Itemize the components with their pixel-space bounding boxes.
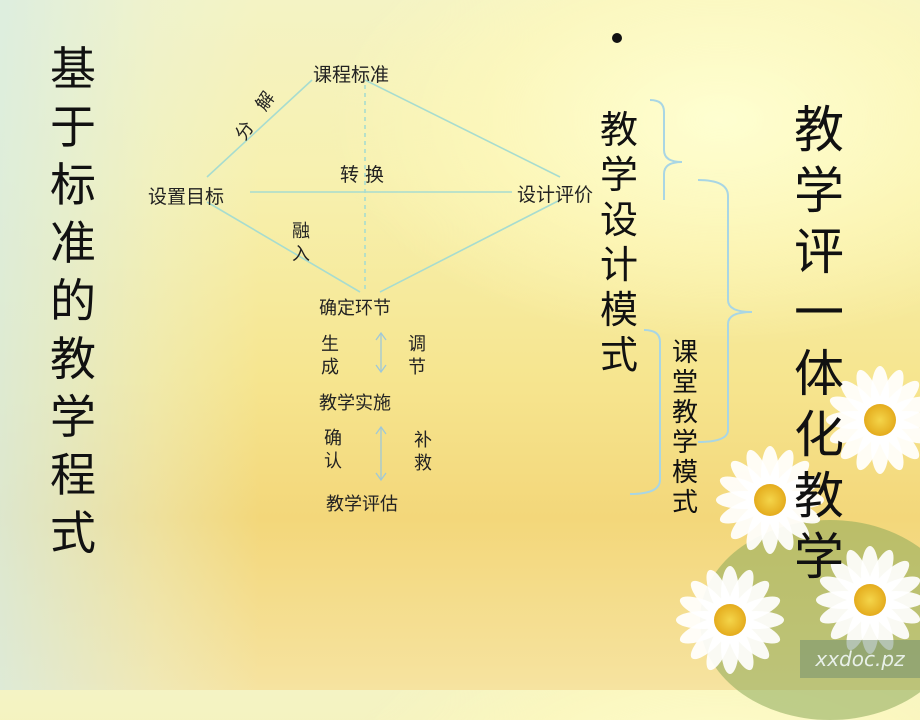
label-confirm-step: 确定环节 [319, 298, 391, 319]
middle-title-char: 模 [599, 288, 638, 332]
right-title-char: 评 [794, 223, 844, 281]
right-title-char: 化 [794, 406, 844, 464]
left-title-char: 基 [50, 42, 96, 96]
label-course-standard: 课程标准 [313, 64, 390, 86]
classroom-title-char: 课 [671, 338, 698, 368]
right-title: 教学评一体化教学 [790, 100, 848, 588]
classroom-title-char: 学 [671, 428, 698, 458]
classroom-title-char: 教 [671, 398, 698, 428]
middle-title-char: 计 [599, 243, 638, 287]
label-integrate: 融入 [292, 221, 310, 265]
line-right-bottom [379, 199, 561, 293]
label-design-eval: 设计评价 [517, 184, 594, 206]
classroom-title-char: 堂 [671, 368, 698, 398]
left-title-char: 标 [50, 158, 96, 212]
middle-title-char: 设 [599, 198, 638, 242]
left-background-band [0, 0, 260, 690]
middle-title-char: 学 [599, 153, 638, 197]
line-top-right [364, 79, 561, 178]
classroom-title: 课堂教学模式 [668, 338, 702, 518]
left-title-char: 学 [50, 390, 96, 444]
left-title-char: 的 [50, 274, 96, 328]
label-generate: 生成 [321, 334, 339, 378]
left-title-char: 程 [50, 448, 96, 502]
classroom-title-char: 模 [671, 458, 698, 488]
label-evaluate: 教学评估 [326, 494, 398, 515]
left-title-char: 于 [50, 100, 96, 154]
watermark: xxdoc.pz [800, 640, 920, 678]
left-title: 基于标准的教学程式 [48, 40, 98, 562]
right-title-char: 学 [794, 162, 844, 220]
left-title-char: 准 [50, 216, 96, 270]
left-title-char: 式 [50, 506, 96, 560]
line-left-bottom [206, 201, 361, 293]
label-verify: 确认 [324, 428, 342, 472]
label-implement: 教学实施 [319, 393, 391, 414]
bracket-middle [649, 99, 683, 200]
right-title-char: 体 [794, 345, 844, 403]
middle-title: 教学设计模式 [596, 108, 642, 378]
bracket-right [697, 179, 753, 443]
label-adjust: 调节 [408, 334, 426, 378]
right-title-char: 一 [794, 284, 844, 342]
right-title-char: 学 [794, 528, 844, 586]
diagram-lines [206, 79, 753, 495]
middle-title-char: 式 [599, 333, 638, 377]
label-remedy: 补救 [414, 430, 432, 474]
right-title-char: 教 [794, 467, 844, 525]
line-top-left [206, 79, 313, 178]
right-title-char: 教 [794, 101, 844, 159]
bullet-dot [612, 33, 622, 43]
label-set-goal: 设置目标 [148, 186, 225, 208]
left-title-char: 教 [50, 332, 96, 386]
classroom-title-char: 式 [671, 488, 698, 518]
bracket-lower [629, 329, 661, 495]
middle-title-char: 教 [599, 108, 638, 152]
label-transform: 转 换 [340, 164, 385, 186]
